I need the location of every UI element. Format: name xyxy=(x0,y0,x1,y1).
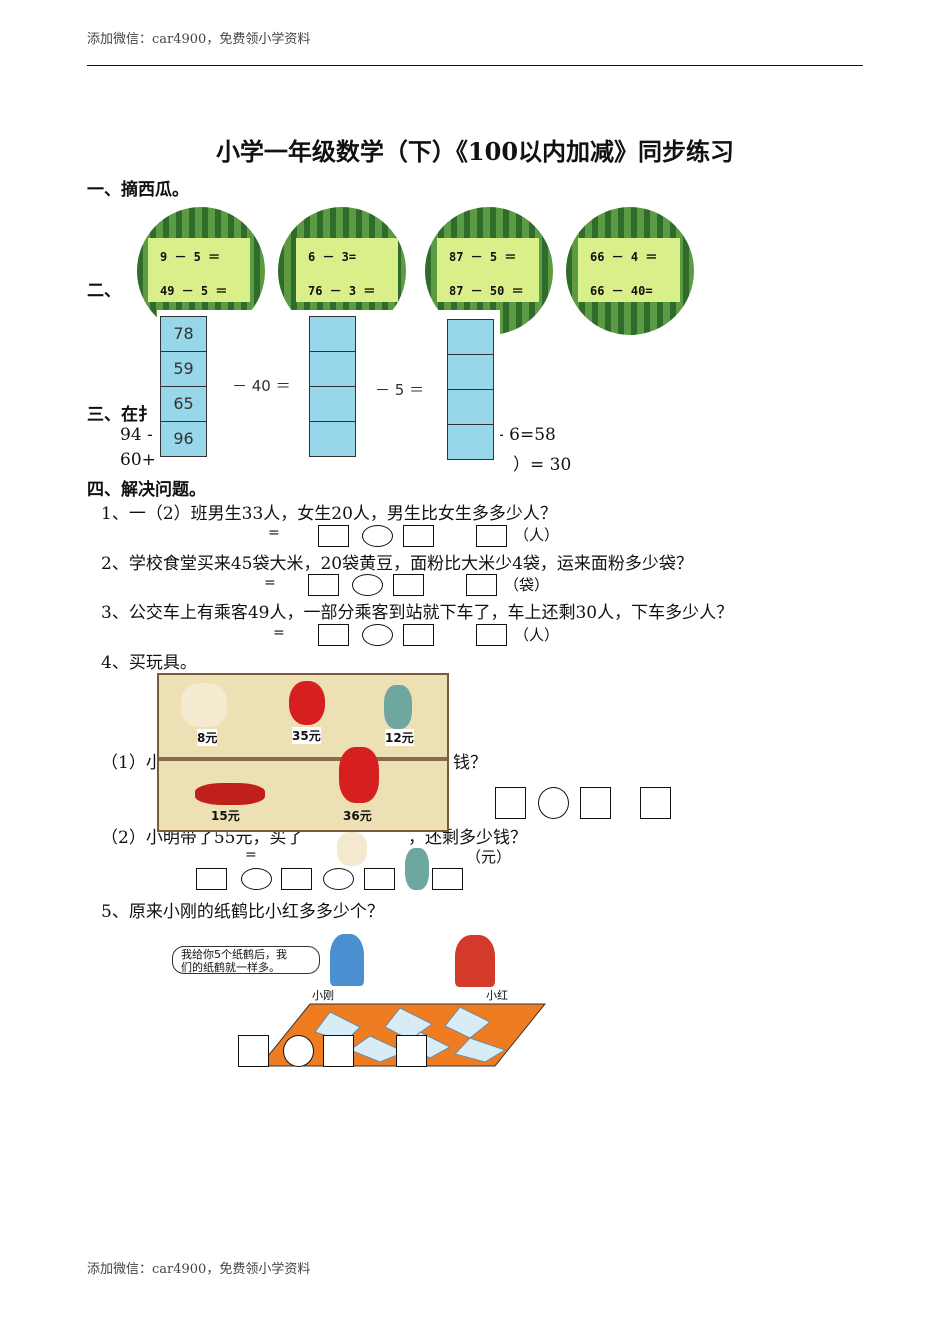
boy-figure xyxy=(330,934,364,986)
answer-column[interactable] xyxy=(447,319,494,460)
paper-cranes-table xyxy=(258,1003,547,1067)
question-5: 5、原来小刚的纸鹤比小红多多少个？ xyxy=(101,902,384,922)
question-1: 1、一（2）班男生33人，女生20人，男生比女生多多少人？ xyxy=(101,504,557,524)
header-text: 添加微信：car4900，免费领小学资料 xyxy=(87,32,311,47)
doll-toy xyxy=(339,747,379,803)
s3-line1-right: - 6=58 xyxy=(498,425,556,445)
melon-label: 9 － 5 ＝49 － 5 ＝ xyxy=(148,238,250,302)
eq-sign: = xyxy=(268,525,280,541)
doll-toy xyxy=(289,681,325,725)
race-car-toy xyxy=(195,783,265,805)
operator-circle[interactable] xyxy=(352,574,383,596)
answer-box[interactable] xyxy=(318,624,349,646)
question-4-2-end: ，还剩多少钱？ xyxy=(408,828,527,848)
unit-label: （袋） xyxy=(504,576,550,594)
answer-box[interactable] xyxy=(238,1035,269,1067)
girl-name-label: 小红 xyxy=(486,989,508,1002)
teddy-bear-image xyxy=(337,832,367,866)
section3-heading: 三、在扌 xyxy=(87,405,155,425)
section2-heading: 二、 xyxy=(87,281,121,301)
question-4-2: （2）小明带了55元，买了 xyxy=(101,828,304,848)
answer-box[interactable] xyxy=(318,525,349,547)
operator-circle[interactable] xyxy=(362,525,393,547)
s3-line1-left: 94 - xyxy=(120,425,153,445)
page-title: 小学一年级数学（下）《100以内加减》同步练习 xyxy=(215,137,735,166)
operator-circle[interactable] xyxy=(323,868,354,890)
question-4-1: （1）小 xyxy=(101,753,163,773)
unit-label: （人） xyxy=(514,626,560,644)
speech-bubble: 我给你5个纸鹤后，我们的纸鹤就一样多。 xyxy=(172,946,320,974)
melon-label: 66 － 4 ＝66 － 40= xyxy=(578,238,680,302)
answer-box[interactable] xyxy=(432,868,463,890)
girl-doll-toy xyxy=(384,685,412,729)
answer-box[interactable] xyxy=(196,868,227,890)
unit-label: （元） xyxy=(466,848,512,866)
eq-sign: = xyxy=(273,625,285,641)
footer-text: 添加微信：car4900，免费领小学资料 xyxy=(87,1262,311,1277)
header-divider xyxy=(87,65,863,66)
answer-box[interactable] xyxy=(403,525,434,547)
answer-column[interactable] xyxy=(309,316,356,457)
operation-label: － 40 ＝ xyxy=(232,377,291,395)
s3-line2-left: 60+ xyxy=(120,450,156,470)
operator-circle[interactable] xyxy=(362,624,393,646)
boy-name-label: 小刚 xyxy=(312,989,334,1002)
answer-box[interactable] xyxy=(323,1035,354,1067)
answer-box[interactable] xyxy=(580,787,611,819)
operator-circle[interactable] xyxy=(241,868,272,890)
answer-box[interactable] xyxy=(308,574,339,596)
operator-circle[interactable] xyxy=(538,787,569,819)
toy-shelf-image: 8元 35元 12元 15元 36元 xyxy=(157,673,449,832)
melon-label: 6 － 3=76 － 3 ＝ xyxy=(296,238,398,302)
unit-label: （人） xyxy=(514,526,560,544)
operator-circle[interactable] xyxy=(283,1035,314,1067)
answer-box[interactable] xyxy=(281,868,312,890)
teddy-bear-toy xyxy=(181,683,227,727)
answer-box[interactable] xyxy=(396,1035,427,1067)
answer-box[interactable] xyxy=(476,525,507,547)
eq-sign: = xyxy=(245,847,257,863)
answer-box[interactable] xyxy=(393,574,424,596)
question-3: 3、公交车上有乘客49人，一部分乘客到站就下车了，车上还剩30人，下车多少人？ xyxy=(101,603,734,623)
question-4-1-end: 钱？ xyxy=(453,753,487,773)
section4-heading: 四、解决问题。 xyxy=(87,480,206,500)
question-4: 4、买玩具。 xyxy=(101,653,197,673)
answer-box[interactable] xyxy=(403,624,434,646)
answer-box[interactable] xyxy=(466,574,497,596)
question-2: 2、学校食堂买来45袋大米，20袋黄豆，面粉比大米少4袋，运来面粉多少袋？ xyxy=(101,554,693,574)
section1-heading: 一、摘西瓜。 xyxy=(87,180,189,200)
answer-box[interactable] xyxy=(495,787,526,819)
answer-box[interactable] xyxy=(364,868,395,890)
melon-label: 87 － 5 ＝87 － 50 ＝ xyxy=(437,238,539,302)
operation-label: － 5 ＝ xyxy=(375,381,425,399)
eq-sign: = xyxy=(264,575,276,591)
answer-box[interactable] xyxy=(476,624,507,646)
girl-doll-image xyxy=(405,848,429,890)
s3-line2-right: ）= 30 xyxy=(513,455,572,475)
answer-box[interactable] xyxy=(640,787,671,819)
girl-figure xyxy=(455,935,495,987)
